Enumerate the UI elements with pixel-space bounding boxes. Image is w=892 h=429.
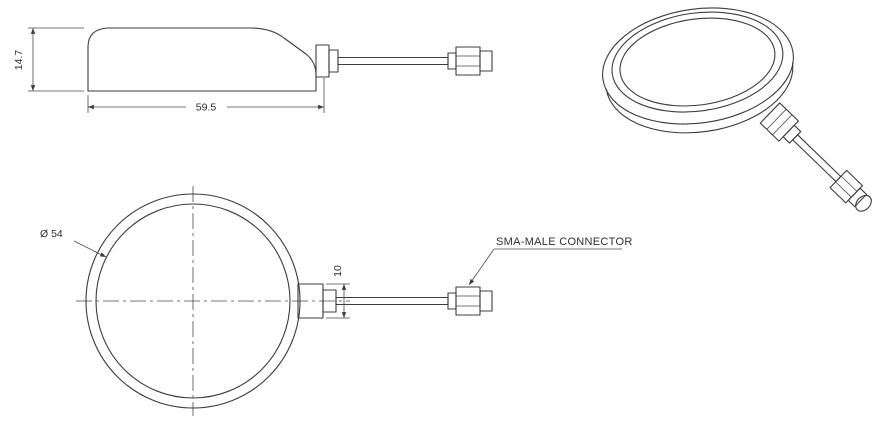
- iso-sma-end-face: [855, 194, 872, 212]
- sma-ferrule-top: [447, 292, 457, 310]
- sma-callout-leader: [468, 248, 495, 286]
- iso-disc-face-ellipse: [611, 11, 784, 113]
- sma-callout-text: SMA-MALE CONNECTOR: [496, 236, 633, 248]
- centerlines: [76, 186, 350, 416]
- side-view: 14.7 59.5: [13, 27, 493, 114]
- width-dim-text: 59.5: [196, 102, 217, 114]
- height-dim-text: 14.7: [13, 50, 25, 71]
- cable-gland-step-side: [328, 49, 339, 73]
- iso-cable-assembly: [759, 102, 872, 212]
- iso-gland-ferrule: [782, 124, 802, 144]
- iso-gland-nut-ridges: [766, 108, 793, 136]
- antenna-dome-side-outline: [87, 27, 317, 92]
- antenna-inner-circle: [95, 203, 291, 399]
- coax-cable-top: [335, 296, 449, 306]
- sma-plug-end-top: [479, 290, 493, 312]
- iso-gland-nut: [759, 102, 799, 142]
- iso-disc-outer-ellipse: [602, 7, 794, 125]
- connector-dim-text: 10: [332, 265, 344, 277]
- antenna-outer-circle: [85, 193, 301, 409]
- isometric-view: [602, 7, 872, 212]
- sma-nut-facet-lines-side: [456, 55, 480, 67]
- diameter-dim-text: Ø 54: [40, 228, 63, 240]
- cable-gland-block-side: [315, 44, 330, 78]
- iso-disc-thickness-arc: [605, 62, 794, 134]
- sma-nut-facet-lines-top: [456, 295, 480, 307]
- height-extension-lines: [28, 27, 84, 92]
- iso-sma-nut-facets: [835, 175, 858, 198]
- sma-nut-top: [455, 286, 481, 316]
- sma-plug-end-side: [479, 50, 493, 72]
- iso-disc-ring-ellipse: [619, 17, 776, 107]
- iso-sma-nut: [829, 169, 864, 204]
- coax-cable-side: [337, 56, 449, 66]
- iso-disc: [602, 7, 794, 134]
- sma-nut-side: [455, 46, 481, 76]
- iso-sma-barrel: [847, 187, 868, 208]
- diameter-leader-line: [73, 240, 107, 258]
- sma-ferrule-side: [447, 52, 457, 70]
- iso-coax-cable: [792, 134, 842, 183]
- top-view: Ø 54 10 SMA-MALE CONNECTOR: [40, 186, 633, 416]
